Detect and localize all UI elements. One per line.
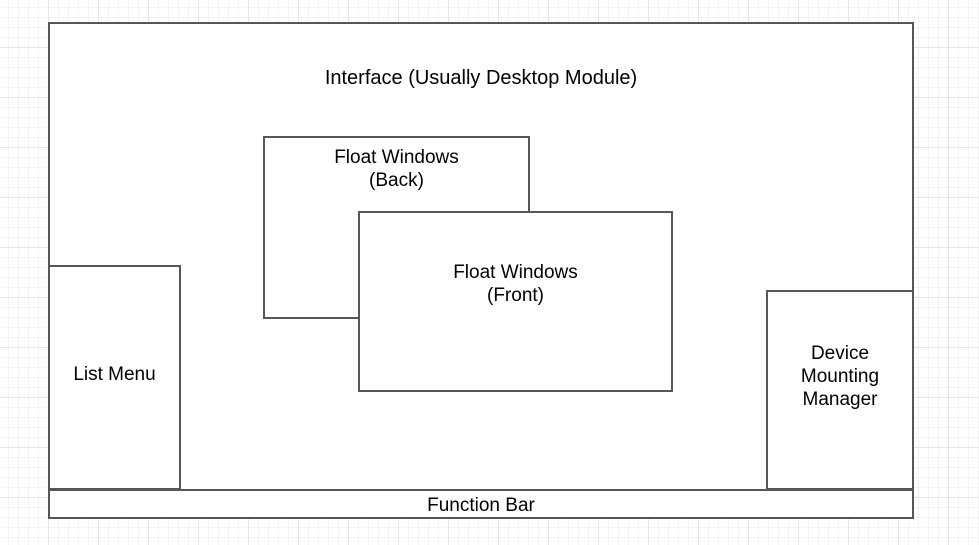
device-mounting-manager-panel[interactable]: Device Mounting Manager	[766, 290, 914, 490]
interface-title: Interface (Usually Desktop Module)	[324, 67, 638, 89]
function-bar-label: Function Bar	[427, 495, 535, 516]
float-window-back-label: Float Windows (Back)	[334, 147, 459, 192]
device-mounting-manager-label: Device Mounting Manager	[800, 343, 880, 411]
float-window-front[interactable]: Float Windows (Front)	[358, 211, 673, 392]
function-bar[interactable]: Function Bar	[48, 489, 914, 519]
list-menu-panel[interactable]: List Menu	[48, 265, 181, 490]
float-window-front-label: Float Windows (Front)	[453, 262, 578, 307]
list-menu-label: List Menu	[73, 364, 156, 385]
